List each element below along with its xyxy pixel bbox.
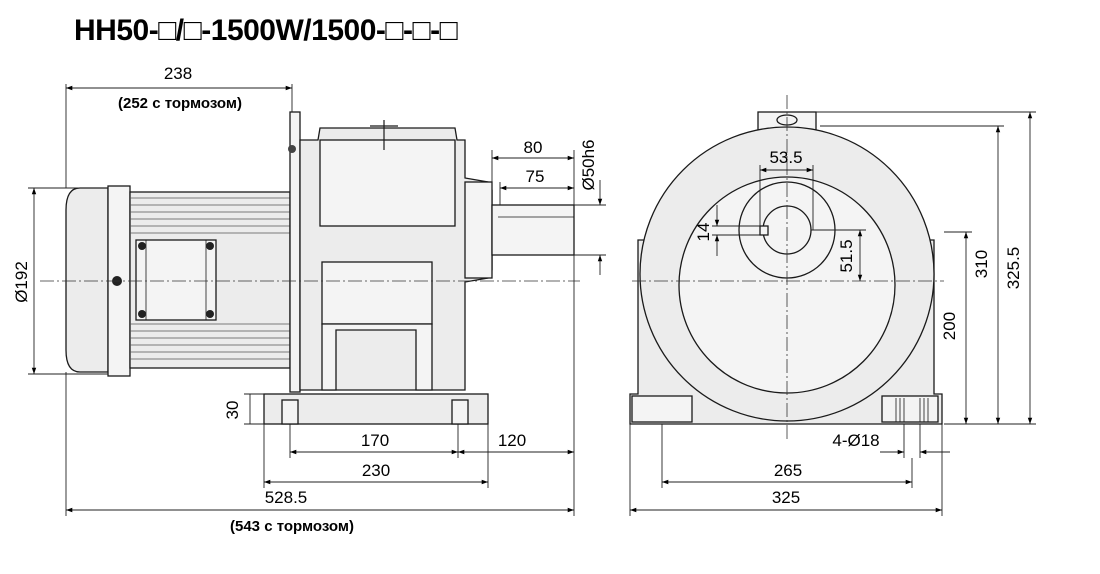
output-shaft xyxy=(491,204,575,256)
drawing-title: HH50-□/□-1500W/1500-□-□-□ xyxy=(74,14,458,47)
dim-shaft-dia: Ø50h6 xyxy=(579,139,598,190)
dim-shaft-80: 80 xyxy=(524,138,543,157)
shaft-keyway xyxy=(759,225,769,236)
dim-shaft-75: 75 xyxy=(526,167,545,186)
dim-543-brake: (543 с тормозом) xyxy=(230,518,354,535)
dim-325: 325 xyxy=(772,488,800,507)
dim-170: 170 xyxy=(361,431,389,450)
terminal-screw xyxy=(138,242,146,250)
terminal-screw xyxy=(138,310,146,318)
base-plate xyxy=(263,393,489,425)
foot-right xyxy=(881,395,939,423)
foot-left xyxy=(631,395,693,423)
dim-base-30: 30 xyxy=(223,401,242,420)
dim-14: 14 xyxy=(694,223,713,242)
motor-cooling-fins xyxy=(130,197,290,360)
dim-motor-dia: Ø192 xyxy=(12,261,31,303)
base-hole xyxy=(451,399,469,425)
terminal-screw xyxy=(206,310,214,318)
front-view xyxy=(629,95,944,440)
dim-265: 265 xyxy=(774,461,802,480)
dim-53-5: 53.5 xyxy=(769,148,802,167)
motor-flange xyxy=(289,111,301,393)
dim-120: 120 xyxy=(498,431,526,450)
dim-528-5: 528.5 xyxy=(265,488,308,507)
output-bearing-cap xyxy=(464,181,493,279)
flange-bolt xyxy=(288,145,296,153)
front-view-dimensions: 53.5 14 51.5 325.5 310 200 4-Ø18 265 325 xyxy=(629,111,1036,516)
side-view xyxy=(40,111,580,425)
dim-310: 310 xyxy=(972,250,991,278)
terminal-box xyxy=(135,239,217,321)
motor-end-cap xyxy=(65,187,109,373)
gearbox-leg xyxy=(321,323,433,391)
dim-51-5: 51.5 xyxy=(837,239,856,272)
gearbox-top-cover xyxy=(319,139,456,227)
terminal-screw xyxy=(206,242,214,250)
side-view-dimensions: 238 (252 с тормозом) Ø192 80 75 Ø50h6 30… xyxy=(12,64,606,535)
dim-200: 200 xyxy=(940,312,959,340)
gearbox-mid-rib xyxy=(321,261,433,325)
dim-holes: 4-Ø18 xyxy=(832,431,879,450)
dim-230: 230 xyxy=(362,461,390,480)
foot-hole-hatch xyxy=(895,398,929,422)
dim-252-brake: (252 с тормозом) xyxy=(118,95,242,112)
base-hole xyxy=(281,399,299,425)
dim-325-5: 325.5 xyxy=(1004,247,1023,290)
dim-238: 238 xyxy=(164,64,192,83)
